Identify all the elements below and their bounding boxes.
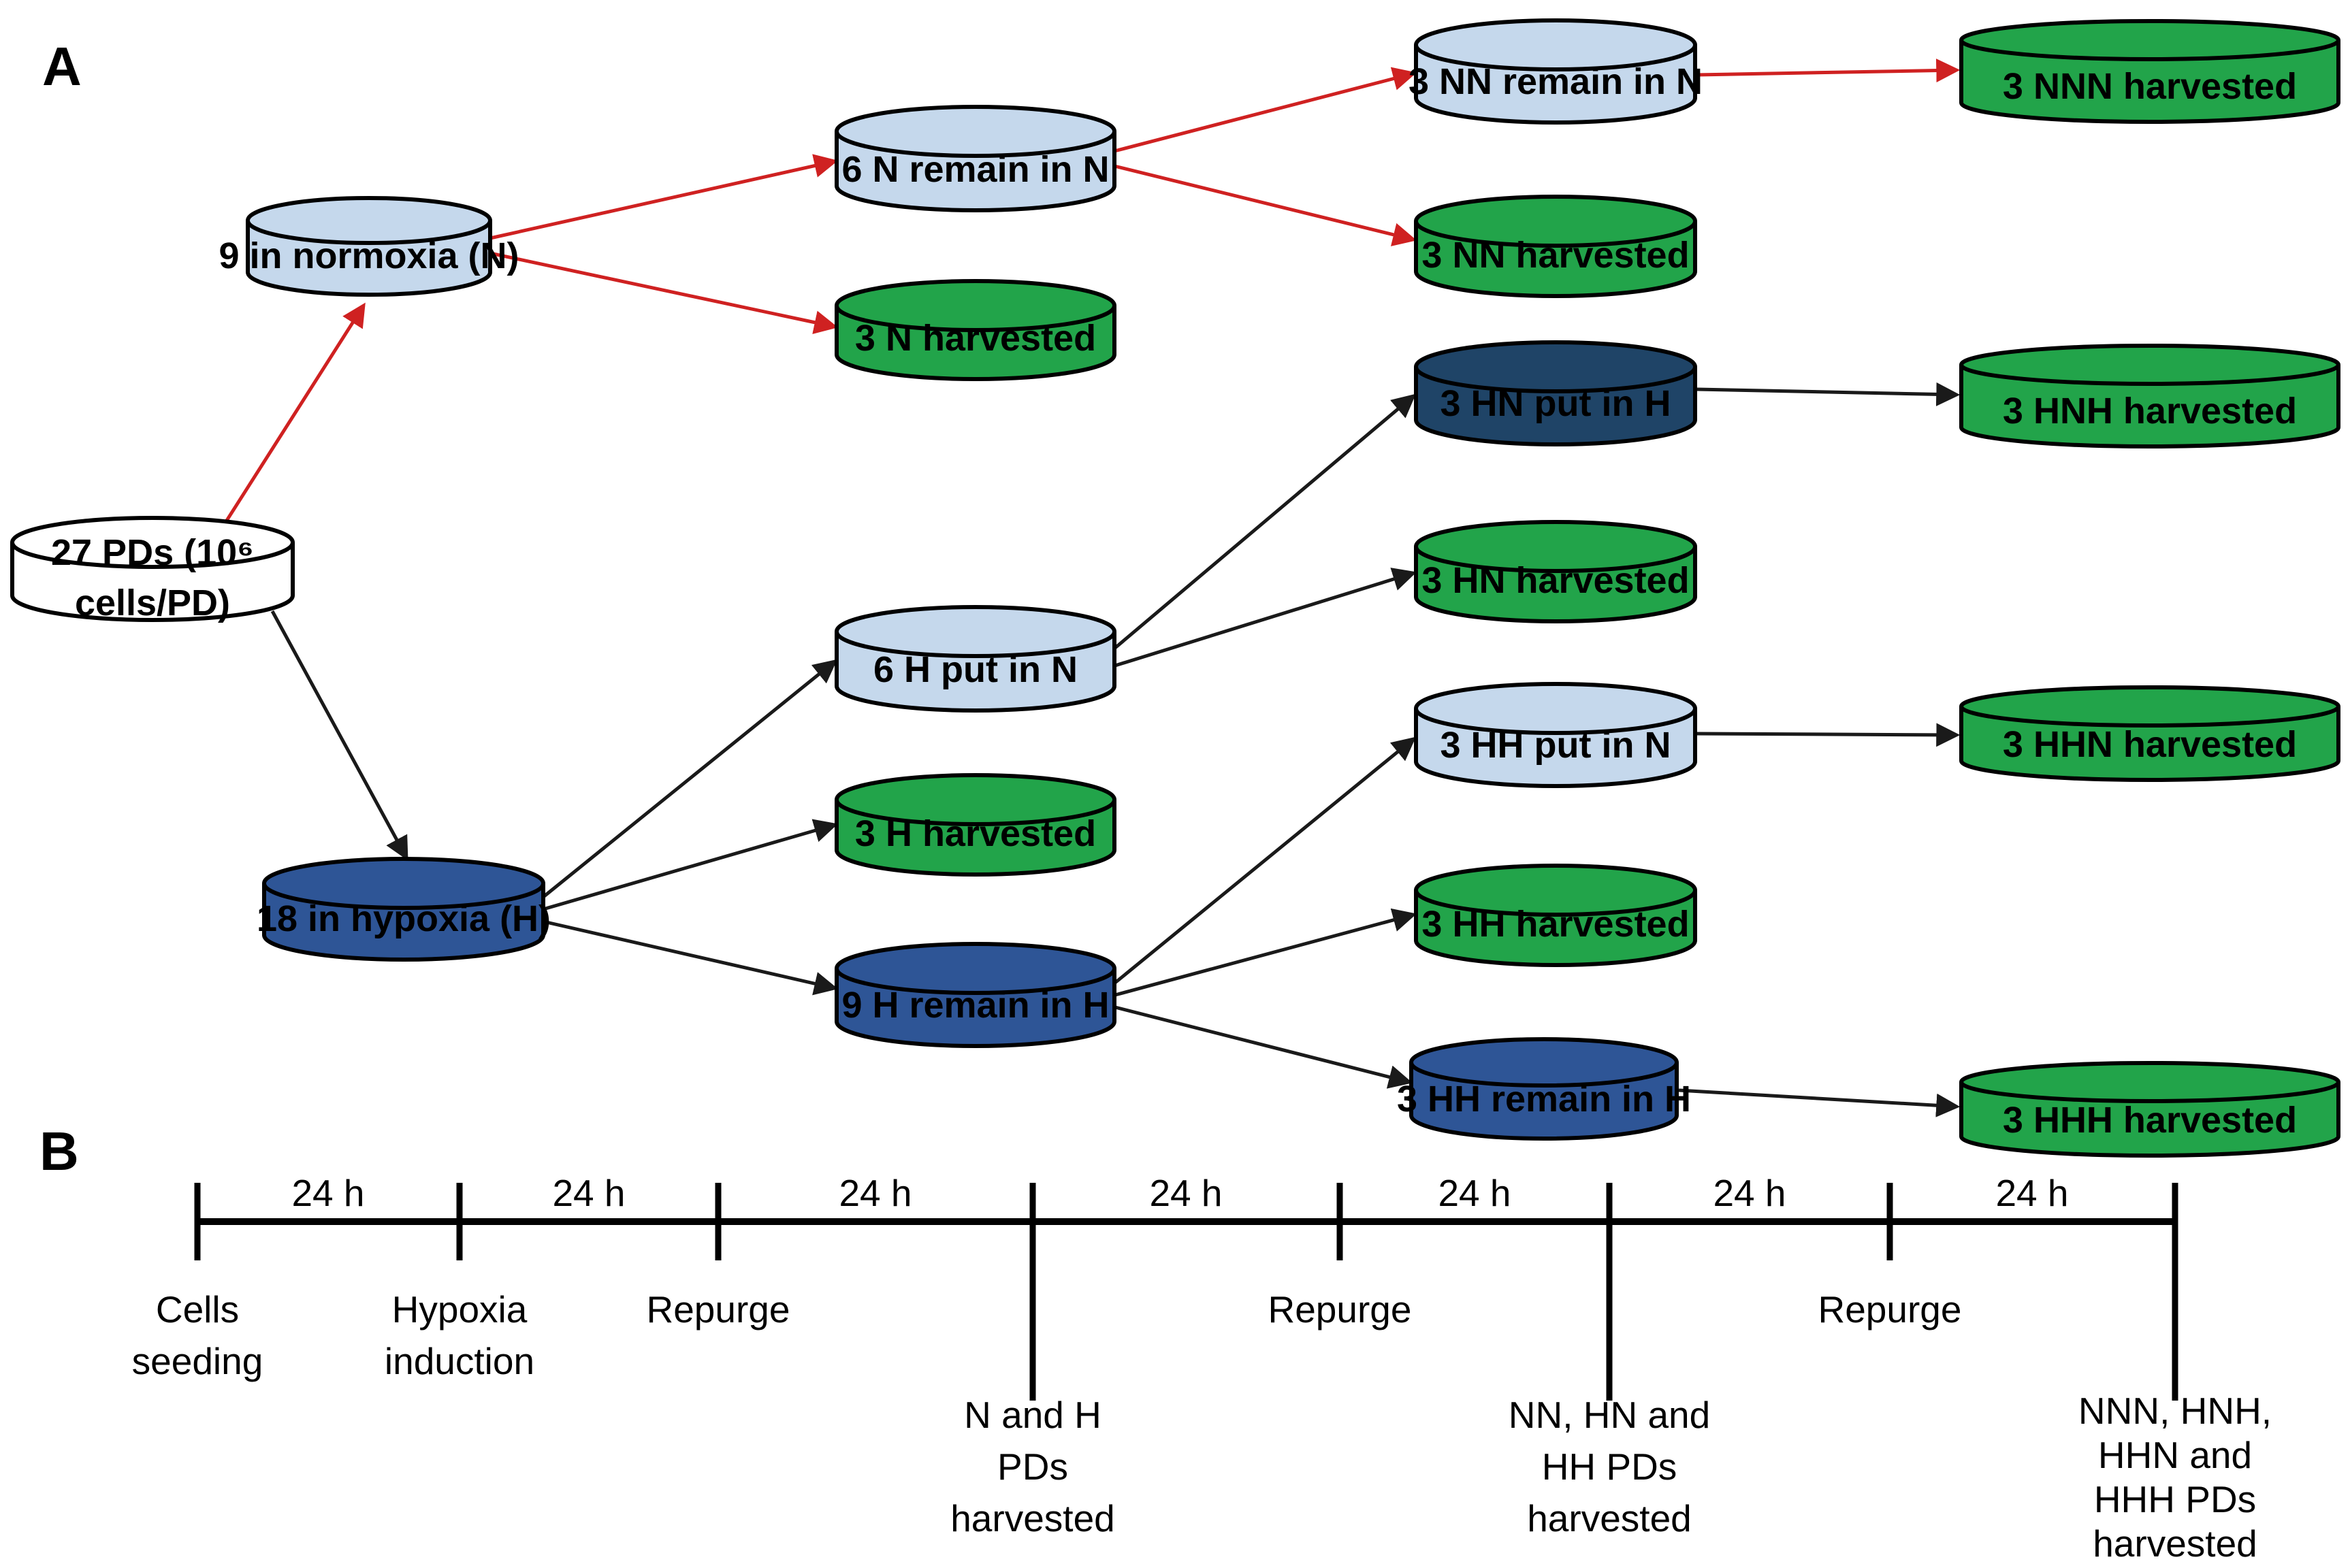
arrow-h6-to-hn3harv bbox=[1114, 568, 1417, 668]
dish-h9: 9 H remain in H bbox=[835, 942, 1116, 1048]
dish-nn3: 3 NN remain in N bbox=[1409, 18, 1703, 125]
dish-label-hh3harv: 3 HH harvested bbox=[1421, 904, 1689, 945]
panel-b-label: B bbox=[39, 1121, 79, 1181]
arrow-h18-to-h6 bbox=[542, 659, 838, 898]
dish-label-n6: 6 N remain in N bbox=[841, 149, 1109, 190]
dish-top bbox=[835, 773, 1116, 826]
dish-top bbox=[1414, 340, 1697, 393]
dish-top bbox=[835, 605, 1116, 658]
dish-nn3harv: 3 NN harvested bbox=[1414, 195, 1697, 298]
dish-label-hhn3harv: 3 HHN harvested bbox=[2003, 724, 2297, 765]
arrow-n6-to-nn3 bbox=[1114, 67, 1417, 153]
dish-label-hnh3harv: 3 HNH harvested bbox=[2003, 391, 2297, 431]
dish-hn3: 3 HN put in H bbox=[1414, 340, 1697, 446]
dish-label-h6: 6 H put in N bbox=[873, 649, 1078, 690]
dish-top bbox=[1959, 19, 2340, 61]
dish-top bbox=[246, 196, 492, 245]
arrow-hn3-to-hnh3harv bbox=[1696, 382, 1961, 406]
dish-hhn3harv: 3 HHN harvested bbox=[1959, 685, 2340, 782]
arrow-h18-to-h9 bbox=[543, 919, 839, 996]
dish-label-hhh3harv: 3 HHH harvested bbox=[2003, 1100, 2297, 1141]
dish-label-nn3: 3 NN remain in N bbox=[1409, 61, 1703, 102]
dish-label-h18: 18 in hypoxia (H) bbox=[257, 898, 551, 939]
arrow-h6-to-hn3 bbox=[1114, 393, 1417, 649]
arrow-pd27-to-n9 bbox=[223, 302, 366, 524]
timeline-event-label-2: Repurge bbox=[647, 1288, 790, 1330]
dish-top bbox=[1414, 520, 1697, 573]
timeline-interval-label-2: 24 h bbox=[839, 1172, 912, 1214]
dish-hhh3harv: 3 HHH harvested bbox=[1959, 1061, 2340, 1158]
dish-label-hn3: 3 HN put in H bbox=[1440, 383, 1671, 424]
dish-label-hhh3: 3 HH remain in H bbox=[1397, 1079, 1691, 1120]
arrow-n9-to-n3harv bbox=[489, 251, 839, 334]
dish-top bbox=[835, 279, 1116, 332]
dish-label-n3harv: 3 N harvested bbox=[855, 318, 1096, 359]
panel-a-label: A bbox=[42, 36, 82, 97]
dish-n6: 6 N remain in N bbox=[835, 105, 1116, 212]
dish-label-hh3: 3 HH put in N bbox=[1440, 725, 1671, 766]
arrow-h9-to-hh3harv bbox=[1114, 908, 1417, 997]
dish-label-h9: 9 H remain in H bbox=[841, 985, 1109, 1026]
arrow-hhh3-to-hhh3harv bbox=[1678, 1088, 1961, 1117]
timeline-interval-label-3: 24 h bbox=[1149, 1172, 1222, 1214]
arrow-pd27-to-h18 bbox=[270, 610, 408, 861]
dish-n3harv: 3 N harvested bbox=[835, 279, 1116, 381]
arrow-n6-to-nn3harv bbox=[1114, 164, 1417, 246]
timeline-interval-label-4: 24 h bbox=[1438, 1172, 1511, 1214]
timeline-interval-label-5: 24 h bbox=[1713, 1172, 1786, 1214]
dish-label-hn3harv: 3 HN harvested bbox=[1421, 560, 1689, 601]
dish-label-nnn3harv: 3 NNN harvested bbox=[2003, 66, 2297, 107]
dish-hn3harv: 3 HN harvested bbox=[1414, 520, 1697, 623]
arrows bbox=[223, 59, 1961, 1117]
dish-top bbox=[1414, 864, 1697, 917]
dish-label-nn3harv: 3 NN harvested bbox=[1421, 235, 1689, 276]
dish-h3harv: 3 H harvested bbox=[835, 773, 1116, 877]
arrow-h9-to-hh3 bbox=[1114, 736, 1417, 984]
dish-top bbox=[1959, 1061, 2340, 1103]
dish-hnh3harv: 3 HNH harvested bbox=[1959, 344, 2340, 448]
timeline-interval-label-0: 24 h bbox=[291, 1172, 364, 1214]
dish-top bbox=[1414, 682, 1697, 735]
dish-h6: 6 H put in N bbox=[835, 605, 1116, 713]
dish-nnn3harv: 3 NNN harvested bbox=[1959, 19, 2340, 124]
timeline-event-label-6: Repurge bbox=[1818, 1288, 1962, 1330]
dish-label-h3harv: 3 H harvested bbox=[855, 813, 1096, 854]
dish-top bbox=[262, 857, 545, 910]
arrow-hh3-to-hhn3harv bbox=[1696, 723, 1961, 747]
dish-h18: 18 in hypoxia (H) bbox=[257, 857, 551, 962]
dish-top bbox=[1409, 1037, 1679, 1088]
dish-top bbox=[835, 105, 1116, 158]
timeline-event-label-4: Repurge bbox=[1268, 1288, 1412, 1330]
dish-top bbox=[10, 516, 295, 569]
dish-top bbox=[1959, 685, 2340, 728]
arrow-h18-to-h3harv bbox=[543, 819, 839, 911]
dish-top bbox=[1959, 344, 2340, 386]
timeline-interval-label-1: 24 h bbox=[552, 1172, 625, 1214]
arrow-h9-to-hhh3 bbox=[1114, 1005, 1413, 1089]
arrow-n9-to-n6 bbox=[489, 154, 839, 240]
arrow-nn3-to-nnn3harv bbox=[1696, 59, 1961, 83]
dish-n9: 9 in normoxia (N) bbox=[219, 196, 519, 297]
dish-hh3: 3 HH put in N bbox=[1414, 682, 1697, 788]
dish-top bbox=[1414, 18, 1697, 71]
dish-top bbox=[835, 942, 1116, 995]
dish-top bbox=[1414, 195, 1697, 248]
dish-hh3harv: 3 HH harvested bbox=[1414, 864, 1697, 967]
dish-label-n9: 9 in normoxia (N) bbox=[219, 235, 519, 276]
dish-hhh3: 3 HH remain in H bbox=[1397, 1037, 1691, 1141]
timeline-interval-label-6: 24 h bbox=[1995, 1172, 2068, 1214]
